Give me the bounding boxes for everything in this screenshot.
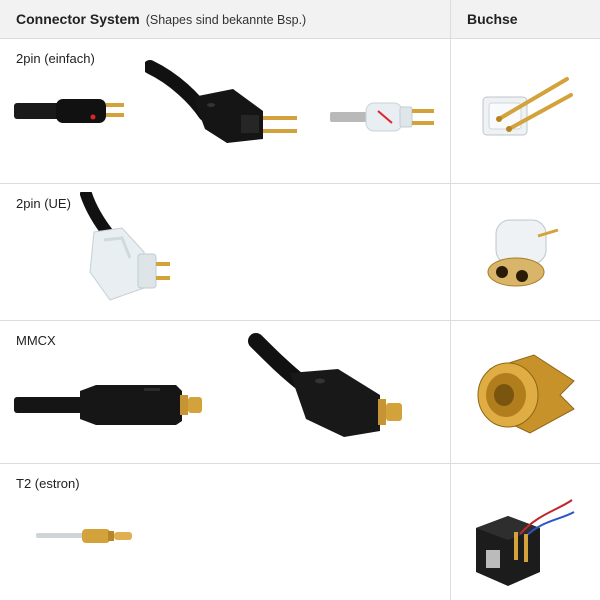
header-left: Connector System (Shapes sind bekannte Bs…: [16, 11, 306, 27]
row-2pin-einfach: 2pin (einfach): [0, 39, 600, 184]
socket-t2-image: [476, 499, 575, 586]
row-label: MMCX: [16, 333, 56, 348]
plug-mmcx-straight-image: [14, 385, 202, 425]
header-title: Connector System: [16, 11, 140, 27]
column-divider: [450, 0, 451, 600]
row-label: 2pin (einfach): [16, 51, 95, 66]
plug-t2-image: [36, 529, 132, 543]
header-socket: Buchse: [467, 11, 518, 27]
row-label: 2pin (UE): [16, 196, 71, 211]
socket-mmcx-image: [477, 354, 575, 434]
row-mmcx: MMCX: [0, 321, 600, 464]
row-label: T2 (estron): [16, 476, 80, 491]
socket-2pin-ue-image: [487, 219, 559, 287]
row-t2-estron: T2 (estron): [0, 464, 600, 600]
plug-2pin-ue-image: [80, 192, 170, 301]
plug-2pin-clear-image: [330, 102, 434, 132]
socket-2pin-image: [482, 77, 573, 136]
header-note: (Shapes sind bekannte Bsp.): [145, 13, 307, 27]
plug-mmcx-angled-image: [248, 333, 402, 437]
table-header: Connector System (Shapes sind bekannte Bs…: [0, 0, 600, 39]
plug-2pin-straight-image: [14, 99, 124, 123]
row-2pin-ue: 2pin (UE): [0, 184, 600, 321]
plug-2pin-angled-image: [145, 60, 297, 143]
